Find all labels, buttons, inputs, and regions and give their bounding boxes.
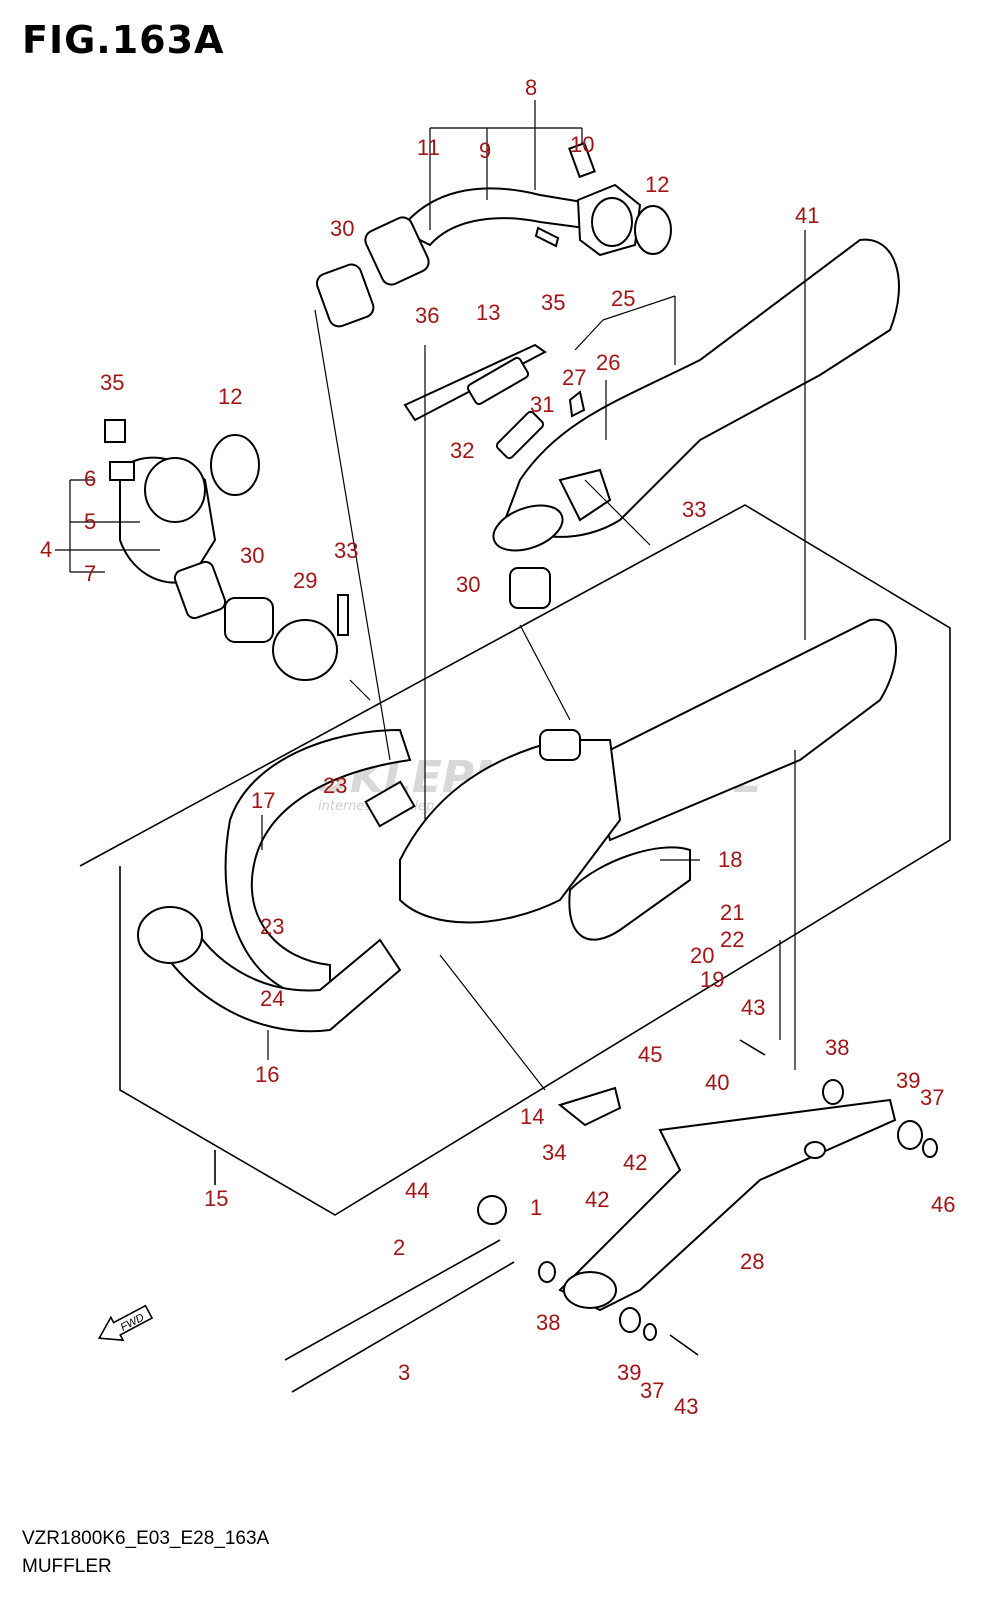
muffler-stay-bracket [538, 1039, 938, 1356]
callout: 39 [896, 1068, 920, 1093]
callout: 30 [240, 543, 264, 568]
callout: 27 [562, 365, 586, 390]
callout: 12 [218, 384, 242, 409]
callout: 6 [84, 466, 96, 491]
callout: 34 [542, 1140, 566, 1165]
callout: 30 [456, 572, 480, 597]
callout: 46 [931, 1192, 955, 1217]
callout: 19 [700, 967, 724, 992]
figure-code: VZR1800K6_E03_E28_163A [22, 1528, 270, 1549]
callout: 17 [251, 788, 275, 813]
callout: 37 [640, 1378, 664, 1403]
callout: 24 [260, 986, 284, 1011]
callout: 26 [596, 350, 620, 375]
callout: 16 [255, 1062, 279, 1087]
callout: 11 [417, 135, 440, 160]
callout: 5 [84, 509, 96, 534]
muffler-front-assembly [137, 618, 897, 1033]
callout: 8 [525, 75, 537, 100]
callout: 14 [520, 1104, 544, 1129]
callout: 23 [323, 773, 347, 798]
fwd-label: FWD [119, 1312, 147, 1334]
callout: 33 [682, 497, 706, 522]
front-pipe-parts [104, 419, 349, 681]
callout: 31 [530, 392, 554, 417]
callout: 15 [204, 1186, 228, 1211]
exhaust-pipe-rear [315, 141, 672, 328]
callout: 43 [674, 1394, 698, 1419]
callout: 35 [541, 290, 565, 315]
callout-labels: 8 11 9 10 12 30 41 36 13 35 25 27 26 35 … [40, 75, 955, 1419]
callout: 13 [476, 300, 500, 325]
callout: 12 [645, 172, 669, 197]
callout: 40 [705, 1070, 729, 1095]
callout: 23 [260, 914, 284, 939]
cables [284, 1195, 515, 1393]
callout: 22 [720, 927, 744, 952]
callout: 9 [479, 138, 491, 163]
callout: 4 [40, 537, 52, 562]
callout: 30 [330, 216, 354, 241]
muffler-rear [492, 238, 900, 609]
callout: 3 [398, 1360, 410, 1385]
callout: 21 [720, 900, 744, 925]
callout: 1 [530, 1195, 542, 1220]
fwd-arrow: FWD [97, 1304, 154, 1342]
figure-name: MUFFLER [22, 1556, 112, 1577]
callout: 38 [825, 1035, 849, 1060]
callout: 42 [585, 1187, 609, 1212]
callout: 18 [718, 847, 742, 872]
callout: 20 [690, 943, 714, 968]
callout: 39 [617, 1360, 641, 1385]
callout: 2 [393, 1235, 405, 1260]
callout: 32 [450, 438, 474, 463]
callout: 37 [920, 1085, 944, 1110]
callout: 28 [740, 1249, 764, 1274]
callout: 33 [334, 538, 358, 563]
callout: 44 [405, 1178, 429, 1203]
callout: 29 [293, 568, 317, 593]
assembly-frame-15 [79, 504, 951, 1216]
callout: 7 [84, 561, 96, 586]
heat-shield-brackets [403, 343, 547, 460]
callout: 42 [623, 1150, 647, 1175]
callout: 10 [570, 132, 594, 157]
figure-title: FIG.163A [22, 18, 225, 62]
callout: 36 [415, 303, 439, 328]
callout: 35 [100, 370, 124, 395]
leader-lines [55, 100, 806, 1091]
callout: 45 [638, 1042, 662, 1067]
callout: 41 [795, 203, 819, 228]
callout: 43 [741, 995, 765, 1020]
callout: 38 [536, 1310, 560, 1335]
callout: 25 [611, 286, 635, 311]
